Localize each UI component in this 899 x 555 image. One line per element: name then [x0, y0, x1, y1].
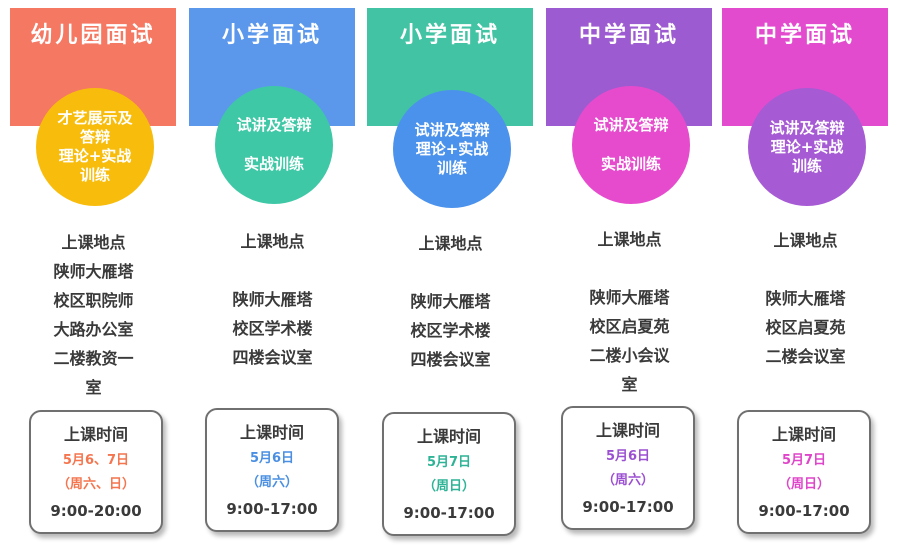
hours-text: 9:00-17:00 [758, 502, 850, 520]
course-content-circle: 试讲及答辩 理论+实战 训练 [748, 88, 866, 206]
schedule-card: 上课时间 5月6、7日 （周六、日） 9:00-20:00 [29, 410, 163, 534]
location-line: 二楼小会议 [589, 346, 670, 365]
date-text: 5月6、7日 [62, 453, 130, 468]
time-label: 上课时间 [63, 425, 128, 444]
location-label: 上课地点 [773, 231, 838, 250]
circle-text-line: 试讲及答辩 [414, 120, 490, 139]
weekday-text: （周六） [601, 473, 654, 488]
time-label: 上课时间 [416, 427, 481, 446]
time-label: 上课时间 [239, 423, 304, 442]
date-text: 5月7日 [781, 453, 827, 468]
location-label: 上课地点 [240, 232, 305, 251]
location-label: 上课地点 [418, 234, 483, 253]
location-line: 陕师大雁塔 [53, 262, 134, 281]
location-line: 四楼会议室 [410, 350, 491, 369]
circle-text-line: 训练 [79, 166, 110, 184]
course-content-circle: 试讲及答辩 实战训练 [215, 86, 333, 204]
date-text: 5月6日 [249, 451, 295, 466]
location-line: 二楼会议室 [765, 347, 846, 366]
location-line: 大路办公室 [53, 320, 134, 339]
circle-text-line: 理论+实战 [58, 147, 132, 165]
course-column-primary-1: 小学面试 试讲及答辩 实战训练 上课地点 陕师大雁塔 校区学术楼 四楼会议室 上… [185, 0, 360, 555]
location-line: 二楼教资一 [53, 349, 134, 368]
location-block: 上课地点 陕师大雁塔 校区启夏苑 二楼会议室 [718, 226, 893, 371]
time-label: 上课时间 [595, 421, 660, 440]
circle-text-line: 试讲及答辩 [769, 118, 845, 137]
location-line: 陕师大雁塔 [765, 289, 846, 308]
circle-text-line: 理论+实战 [770, 137, 844, 156]
circle-text-line: 实战训练 [243, 155, 304, 173]
location-line: 校区职院师 [53, 291, 134, 310]
spacer [718, 255, 893, 284]
course-content-circle: 试讲及答辩 理论+实战 训练 [393, 90, 511, 208]
weekday-text: （周六、日） [56, 477, 135, 492]
hours-text: 9:00-20:00 [50, 502, 142, 520]
course-content-circle: 才艺展示及 答辩 理论+实战 训练 [36, 88, 154, 206]
location-line: 四楼会议室 [232, 348, 313, 367]
location-line: 室 [85, 378, 102, 397]
schedule-card: 上课时间 5月6日 （周六） 9:00-17:00 [561, 406, 695, 530]
circle-text-line: 才艺展示及 [57, 109, 133, 127]
hours-text: 9:00-17:00 [582, 498, 674, 516]
time-label: 上课时间 [771, 425, 836, 444]
circle-text-line: 试讲及答辩 [593, 116, 669, 134]
location-block: 上课地点 陕师大雁塔 校区启夏苑 二楼小会议 室 [542, 225, 717, 399]
spacer [185, 256, 360, 285]
weekday-text: （周六） [245, 475, 298, 490]
location-label: 上课地点 [597, 230, 662, 249]
course-content-circle: 试讲及答辩 实战训练 [572, 86, 690, 204]
location-line: 校区学术楼 [232, 319, 313, 338]
schedule-card: 上课时间 5月7日 （周日） 9:00-17:00 [382, 412, 516, 536]
weekday-text: （周日） [777, 477, 830, 492]
column-header: 中学面试 [722, 8, 888, 126]
date-text: 5月6日 [605, 449, 651, 464]
location-label: 上课地点 [61, 233, 126, 252]
location-line: 校区学术楼 [410, 321, 491, 340]
location-block: 上课地点 陕师大雁塔 校区学术楼 四楼会议室 [185, 227, 360, 372]
circle-text-line: 答辩 [79, 128, 110, 146]
schedule-card: 上课时间 5月7日 （周日） 9:00-17:00 [737, 410, 871, 534]
location-line: 陕师大雁塔 [232, 290, 313, 309]
circle-text-line: 试讲及答辩 [236, 116, 312, 134]
hours-text: 9:00-17:00 [226, 500, 318, 518]
location-line: 校区启夏苑 [589, 317, 670, 336]
location-block: 上课地点 陕师大雁塔 校区学术楼 四楼会议室 [363, 229, 538, 374]
weekday-text: （周日） [422, 479, 475, 494]
circle-text-line: 实战训练 [600, 155, 661, 173]
column-header: 中学面试 [546, 8, 712, 126]
circle-text-line: 训练 [791, 156, 822, 175]
location-line: 校区启夏苑 [765, 318, 846, 337]
date-text: 5月7日 [426, 455, 472, 470]
course-column-kindergarten: 幼儿园面试 才艺展示及 答辩 理论+实战 训练 上课地点 陕师大雁塔 校区职院师… [6, 0, 181, 555]
hours-text: 9:00-17:00 [403, 504, 495, 522]
course-column-secondary-1: 中学面试 试讲及答辩 实战训练 上课地点 陕师大雁塔 校区启夏苑 二楼小会议 室… [542, 0, 717, 555]
schedule-card: 上课时间 5月6日 （周六） 9:00-17:00 [205, 408, 339, 532]
location-line: 室 [621, 375, 638, 394]
spacer [363, 258, 538, 287]
location-line: 陕师大雁塔 [410, 292, 491, 311]
circle-text-line: 理论+实战 [415, 139, 489, 158]
location-block: 上课地点 陕师大雁塔 校区职院师 大路办公室 二楼教资一 室 [6, 228, 181, 402]
course-column-primary-2: 小学面试 试讲及答辩 理论+实战 训练 上课地点 陕师大雁塔 校区学术楼 四楼会… [363, 0, 538, 555]
location-line: 陕师大雁塔 [589, 288, 670, 307]
course-column-secondary-2: 中学面试 试讲及答辩 理论+实战 训练 上课地点 陕师大雁塔 校区启夏苑 二楼会… [718, 0, 893, 555]
circle-text-line: 训练 [436, 158, 467, 177]
spacer [542, 254, 717, 283]
